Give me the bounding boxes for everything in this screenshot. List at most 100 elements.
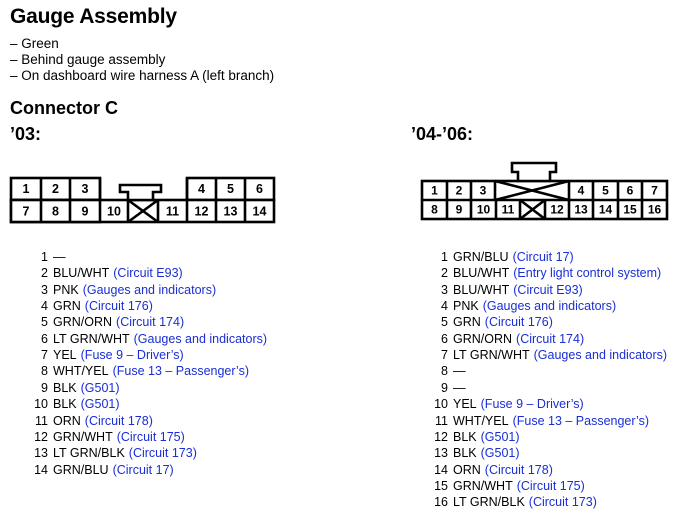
pin-number: 7 bbox=[441, 348, 448, 363]
wire-color: BLK bbox=[453, 429, 477, 444]
circuit-reference: (Gauges and indicators) bbox=[133, 331, 268, 346]
pin-list-03-row: 4 GRN(Circuit 176) bbox=[30, 298, 153, 314]
circuit-reference: (G501) bbox=[80, 380, 120, 395]
pin-list-03-row: 1— bbox=[30, 249, 65, 265]
connector-title: Connector C bbox=[10, 98, 118, 118]
wire-color: BLK bbox=[53, 380, 77, 395]
connector-04-06-pin: 14 bbox=[599, 203, 613, 217]
pin-number: 11 bbox=[35, 413, 48, 428]
pin-number: 7 bbox=[41, 348, 48, 363]
connector-04-06-pin: 11 bbox=[502, 203, 515, 217]
pin-list-03-row: 14 GRN/BLU(Circuit 17) bbox=[30, 462, 174, 478]
variant-label-04-06: ’04-’06: bbox=[411, 124, 474, 144]
wire-color: WHT/YEL bbox=[53, 364, 109, 379]
wire-color: ORN bbox=[453, 462, 481, 477]
connector-03-pin: 7 bbox=[23, 205, 30, 219]
wire-color: YEL bbox=[53, 348, 77, 363]
wire-color: ORN bbox=[53, 413, 81, 428]
pin-number: 8 bbox=[441, 364, 448, 379]
pin-number: 6 bbox=[441, 331, 448, 346]
circuit-reference: (Fuse 9 – Driver’s) bbox=[80, 348, 184, 363]
circuit-reference: (Circuit 174) bbox=[116, 315, 185, 330]
pin-number: 11 bbox=[435, 413, 448, 428]
connector-03-pin: 2 bbox=[52, 182, 59, 196]
connector-03-pin: 4 bbox=[198, 182, 205, 196]
circuit-reference: (G501) bbox=[480, 429, 520, 444]
pin-number: 12 bbox=[434, 429, 448, 444]
pin-number: 1 bbox=[41, 250, 48, 264]
connector-04-06-pin: 13 bbox=[574, 203, 588, 217]
wire-color: GRN/BLU bbox=[53, 462, 109, 477]
circuit-reference: (Circuit E93) bbox=[513, 282, 583, 297]
page-title: Gauge Assembly bbox=[10, 5, 177, 28]
pin-number: 10 bbox=[34, 397, 48, 412]
pin-number: 5 bbox=[441, 315, 448, 330]
pin-number: 12 bbox=[34, 429, 48, 444]
circuit-reference: (Circuit 17) bbox=[112, 462, 174, 477]
connector-03-pin: 10 bbox=[107, 205, 121, 219]
wire-color: — bbox=[453, 364, 466, 379]
circuit-reference: (Circuit 175) bbox=[516, 478, 585, 493]
pin-number: 16 bbox=[434, 495, 448, 510]
variant-label-03: ’03: bbox=[10, 124, 42, 144]
connector-03-pin: 5 bbox=[227, 182, 234, 196]
connector-03-pin: 6 bbox=[256, 182, 263, 196]
wire-color: WHT/YEL bbox=[453, 413, 509, 428]
connector-03-pin: 8 bbox=[52, 205, 59, 219]
connector-03-pin: 14 bbox=[253, 205, 267, 219]
connector-03-pin: 12 bbox=[195, 205, 209, 219]
circuit-reference: (Circuit 173) bbox=[128, 446, 197, 461]
wire-color: LT GRN/WHT bbox=[453, 348, 530, 363]
circuit-reference: (G501) bbox=[80, 397, 120, 412]
pin-number: 4 bbox=[41, 299, 48, 314]
pin-number: 13 bbox=[434, 446, 448, 461]
wire-color: GRN/BLU bbox=[453, 250, 509, 264]
circuit-reference: (Fuse 13 – Passenger’s) bbox=[112, 364, 249, 379]
wire-color: GRN/WHT bbox=[53, 429, 113, 444]
wire-color: GRN/ORN bbox=[453, 331, 513, 346]
circuit-reference: (Gauges and indicators) bbox=[482, 299, 617, 314]
pin-number: 14 bbox=[34, 462, 48, 477]
wire-color: BLU/WHT bbox=[53, 266, 110, 281]
pin-list-04-06-row: 9— bbox=[430, 380, 465, 396]
pin-number: 9 bbox=[441, 380, 448, 395]
description-line-location: – Behind gauge assembly bbox=[10, 52, 166, 67]
connector-04-06-pin: 1 bbox=[431, 184, 438, 198]
connector-04-06-pin: 9 bbox=[456, 203, 463, 217]
circuit-reference: (Circuit 178) bbox=[484, 462, 553, 477]
circuit-reference: (Gauges and indicators) bbox=[82, 282, 217, 297]
circuit-reference: (Fuse 9 – Driver’s) bbox=[480, 397, 584, 412]
connector-04-06-pin: 6 bbox=[627, 184, 634, 198]
wire-color: BLU/WHT bbox=[453, 266, 510, 281]
connector-04-06-pin: 10 bbox=[477, 203, 491, 217]
circuit-reference: (Circuit 17) bbox=[512, 250, 574, 264]
pin-number: 2 bbox=[441, 266, 448, 281]
circuit-reference: (Gauges and indicators) bbox=[533, 348, 668, 363]
pin-number: 15 bbox=[434, 478, 448, 493]
circuit-reference: (Circuit E93) bbox=[113, 266, 183, 281]
wire-color: GRN bbox=[453, 315, 481, 330]
wire-color: LT GRN/WHT bbox=[53, 331, 130, 346]
pin-number: 10 bbox=[434, 397, 448, 412]
pin-list-04-06-row: 7 LT GRN/WHT(Gauges and indicators) bbox=[430, 347, 667, 363]
circuit-reference: (Circuit 173) bbox=[528, 495, 597, 510]
wire-color: GRN/WHT bbox=[453, 478, 513, 493]
wire-color: GRN bbox=[53, 299, 81, 314]
wire-color: BLK bbox=[453, 446, 477, 461]
circuit-reference: (Circuit 176) bbox=[484, 315, 553, 330]
wire-color: PNK bbox=[53, 282, 79, 297]
circuit-reference: (Circuit 176) bbox=[84, 299, 153, 314]
